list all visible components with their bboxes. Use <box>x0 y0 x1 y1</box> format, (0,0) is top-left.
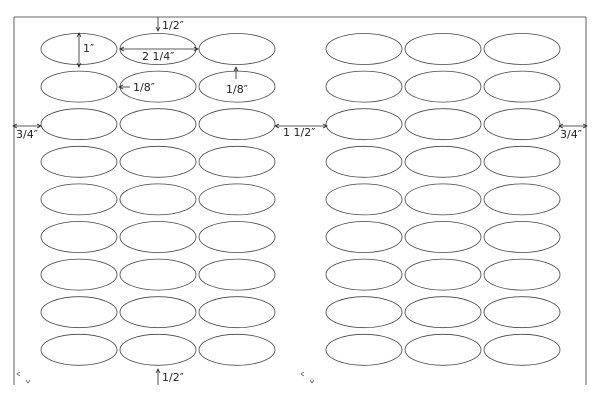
oval-label <box>325 145 403 178</box>
label-ovals <box>40 33 561 366</box>
registration-mark-left-bottom <box>25 379 31 384</box>
oval-label <box>119 70 197 103</box>
oval-label <box>404 183 482 216</box>
oval-label <box>198 333 276 366</box>
oval-label <box>404 221 482 253</box>
oval-label <box>483 258 561 291</box>
oval-label <box>404 333 482 366</box>
oval-label <box>483 221 561 253</box>
bottom-margin-label: 1/2″ <box>162 371 184 384</box>
horizontal-gap-arrowhead <box>118 84 124 90</box>
oval-label <box>483 333 561 366</box>
horizontal-gap-label: 1/8″ <box>133 81 155 94</box>
oval-label <box>483 183 561 216</box>
oval-label <box>404 33 482 65</box>
oval-label <box>325 183 403 216</box>
oval-label <box>483 33 561 65</box>
oval-label <box>404 108 482 141</box>
oval-label <box>40 70 118 103</box>
oval-label <box>198 221 276 253</box>
oval-label <box>40 258 118 291</box>
center-gap-arrowhead-left <box>274 123 280 129</box>
oval-label <box>119 145 197 178</box>
oval-label <box>483 296 561 329</box>
oval-label <box>404 145 482 178</box>
center-gap-label: 1 1/2″ <box>283 126 315 139</box>
oval-label <box>119 258 197 291</box>
oval-label <box>198 70 276 103</box>
oval-label <box>325 333 403 366</box>
oval-label <box>483 70 561 103</box>
oval-label <box>198 108 276 141</box>
label-width-arrowhead-right <box>193 46 199 52</box>
registration-mark-center-bottom <box>309 379 315 384</box>
oval-label <box>404 70 482 103</box>
vertical-gap-arrowhead <box>233 66 239 72</box>
oval-label <box>40 221 118 253</box>
top-margin-arrowhead <box>155 26 161 32</box>
oval-label <box>404 296 482 329</box>
label-height-arrowhead-top <box>76 32 82 38</box>
oval-label <box>40 108 118 141</box>
left-margin-arrowhead-right <box>36 123 42 129</box>
label-width-arrowhead-left <box>119 46 125 52</box>
oval-label <box>325 296 403 329</box>
oval-label <box>198 258 276 291</box>
oval-label <box>325 221 403 253</box>
oval-label <box>483 108 561 141</box>
oval-label <box>483 145 561 178</box>
oval-label <box>40 183 118 216</box>
right-margin-arrowhead-left <box>558 123 564 129</box>
center-gap-arrowhead-right <box>322 123 328 129</box>
oval-label <box>119 183 197 216</box>
oval-label <box>119 108 197 141</box>
oval-label <box>119 221 197 253</box>
top-margin-label: 1/2″ <box>162 19 184 32</box>
left-margin-label: 3/4″ <box>16 128 38 141</box>
oval-label <box>198 145 276 178</box>
registration-mark-center <box>300 371 305 377</box>
oval-label <box>40 145 118 178</box>
oval-label <box>325 70 403 103</box>
right-margin-label: 3/4″ <box>560 128 582 141</box>
oval-label <box>198 33 276 65</box>
oval-label <box>40 333 118 366</box>
oval-label <box>198 296 276 329</box>
label-width-label: 2 1/4″ <box>142 50 174 63</box>
bottom-margin-arrowhead <box>155 368 161 374</box>
label-height-label: 1″ <box>83 42 94 55</box>
vertical-gap-label: 1/8″ <box>226 83 248 96</box>
registration-mark-left <box>16 371 21 377</box>
oval-label <box>404 258 482 291</box>
oval-label <box>119 333 197 366</box>
left-margin-arrowhead-left <box>12 123 18 129</box>
oval-label <box>119 296 197 329</box>
oval-label <box>198 183 276 216</box>
oval-label <box>40 296 118 329</box>
right-margin-arrowhead-right <box>582 123 588 129</box>
oval-label <box>325 258 403 291</box>
oval-label <box>325 33 403 65</box>
label-height-arrowhead-bottom <box>76 62 82 68</box>
oval-label <box>325 108 403 141</box>
